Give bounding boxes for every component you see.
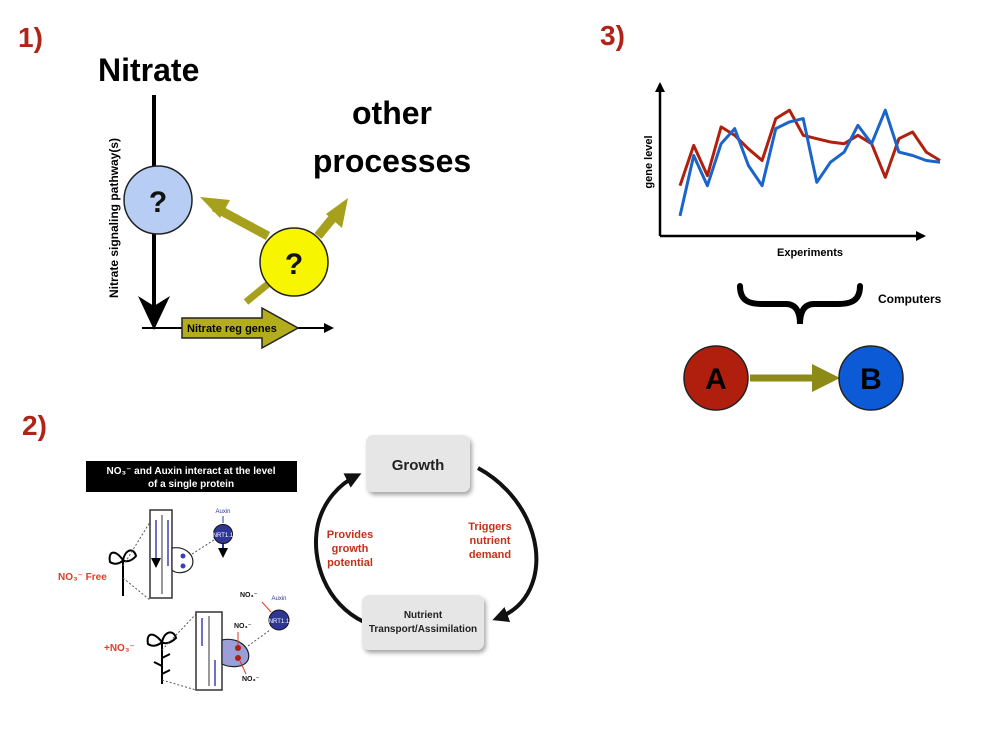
node-b-label: B bbox=[860, 363, 882, 396]
seedling-icon-bottom bbox=[146, 631, 178, 684]
panel-1: 1) Nitrate Nitrate signaling pathway(s) … bbox=[18, 22, 471, 350]
no3-free-label: NO₃⁻ Free bbox=[58, 572, 107, 583]
seedling-icon-top bbox=[108, 549, 138, 596]
nutrient-label-2: Transport/Assimilation bbox=[369, 624, 477, 635]
no3-label-b: NO₃⁻ bbox=[234, 623, 252, 630]
interaction-banner bbox=[86, 461, 297, 492]
provides-line-3: potential bbox=[327, 557, 373, 569]
banner-line-1: NO₃⁻ and Auxin interact at the level bbox=[106, 466, 275, 477]
triggers-line-2: nutrient bbox=[470, 535, 511, 547]
provides-line-2: growth bbox=[332, 543, 369, 555]
provides-line-1: Provides bbox=[327, 529, 373, 541]
other-processes-line2: processes bbox=[313, 143, 471, 179]
blue-unknown-question: ? bbox=[149, 186, 167, 219]
nitrate-title: Nitrate bbox=[98, 52, 199, 88]
panel-2: 2) NO₃⁻ and Auxin interact at the level … bbox=[22, 410, 539, 691]
cycle-arrow-left bbox=[313, 473, 365, 624]
growth-box bbox=[366, 435, 470, 492]
transporter-bottom bbox=[221, 638, 250, 668]
olive-arrow-right bbox=[314, 198, 348, 239]
nitrate-reg-genes-label: Nitrate reg genes bbox=[187, 323, 277, 335]
other-processes-line1: other bbox=[352, 95, 432, 131]
nitrate-signal-arrowhead bbox=[138, 296, 170, 330]
series-line-blue bbox=[678, 108, 941, 217]
computers-label: Computers bbox=[878, 292, 942, 306]
auxin-bottom-label: Auxin bbox=[271, 596, 286, 602]
panel-2-number: 2) bbox=[22, 410, 47, 441]
olive-arrow-down bbox=[243, 281, 271, 305]
a-to-b-arrowhead bbox=[812, 364, 840, 392]
no3-label-a: NO₃⁻ bbox=[240, 592, 258, 599]
chart-x-label: Experiments bbox=[777, 247, 843, 259]
yellow-unknown-node bbox=[259, 227, 329, 297]
plus-no3-label: +NO₃⁻ bbox=[104, 643, 135, 654]
computers-brace bbox=[737, 283, 863, 325]
triggers-line-3: demand bbox=[469, 549, 511, 561]
pathway-label: Nitrate signaling pathway(s) bbox=[107, 138, 121, 298]
triggers-line-1: Triggers bbox=[468, 521, 511, 533]
cycle-arrow-right bbox=[477, 466, 539, 622]
auxin-top-label: Auxin bbox=[215, 509, 230, 515]
node-a-label: A bbox=[705, 363, 727, 396]
node-a bbox=[683, 345, 749, 411]
nutrient-label-1: Nutrient bbox=[404, 610, 443, 621]
panel-3: 3) gene level Experiments Computers A B bbox=[600, 20, 942, 411]
growth-cycle: Growth Nutrient Transport/Assimilation P… bbox=[313, 435, 539, 650]
nrt-node-top bbox=[213, 524, 233, 544]
banner-line-2: of a single protein bbox=[148, 479, 234, 490]
nitrate-reg-genes-arrow bbox=[181, 306, 300, 350]
no3-free-illustration: NRT1.1 Auxin NO₃⁻ Free bbox=[58, 509, 234, 601]
plus-no3-illustration: NRT1.1 Auxin NO₃⁻ NO₃⁻ NO₃⁻ +NO₃⁻ bbox=[104, 592, 290, 691]
nrt-bottom-label: NRT1.1 bbox=[269, 619, 290, 625]
nrt-top-label: NRT1.1 bbox=[213, 533, 234, 539]
no3-label-c: NO₃⁻ bbox=[242, 676, 260, 683]
growth-label: Growth bbox=[392, 457, 445, 474]
nutrient-box bbox=[362, 595, 484, 650]
olive-arrow-left bbox=[200, 197, 271, 240]
panel-1-number: 1) bbox=[18, 22, 43, 53]
blue-unknown-node bbox=[123, 165, 193, 235]
node-b bbox=[838, 345, 904, 411]
yellow-unknown-question: ? bbox=[285, 248, 303, 281]
transporter-top bbox=[171, 547, 194, 574]
chart-y-label: gene level bbox=[643, 135, 655, 188]
panel-3-number: 3) bbox=[600, 20, 625, 51]
nrt-node-bottom bbox=[268, 609, 290, 631]
